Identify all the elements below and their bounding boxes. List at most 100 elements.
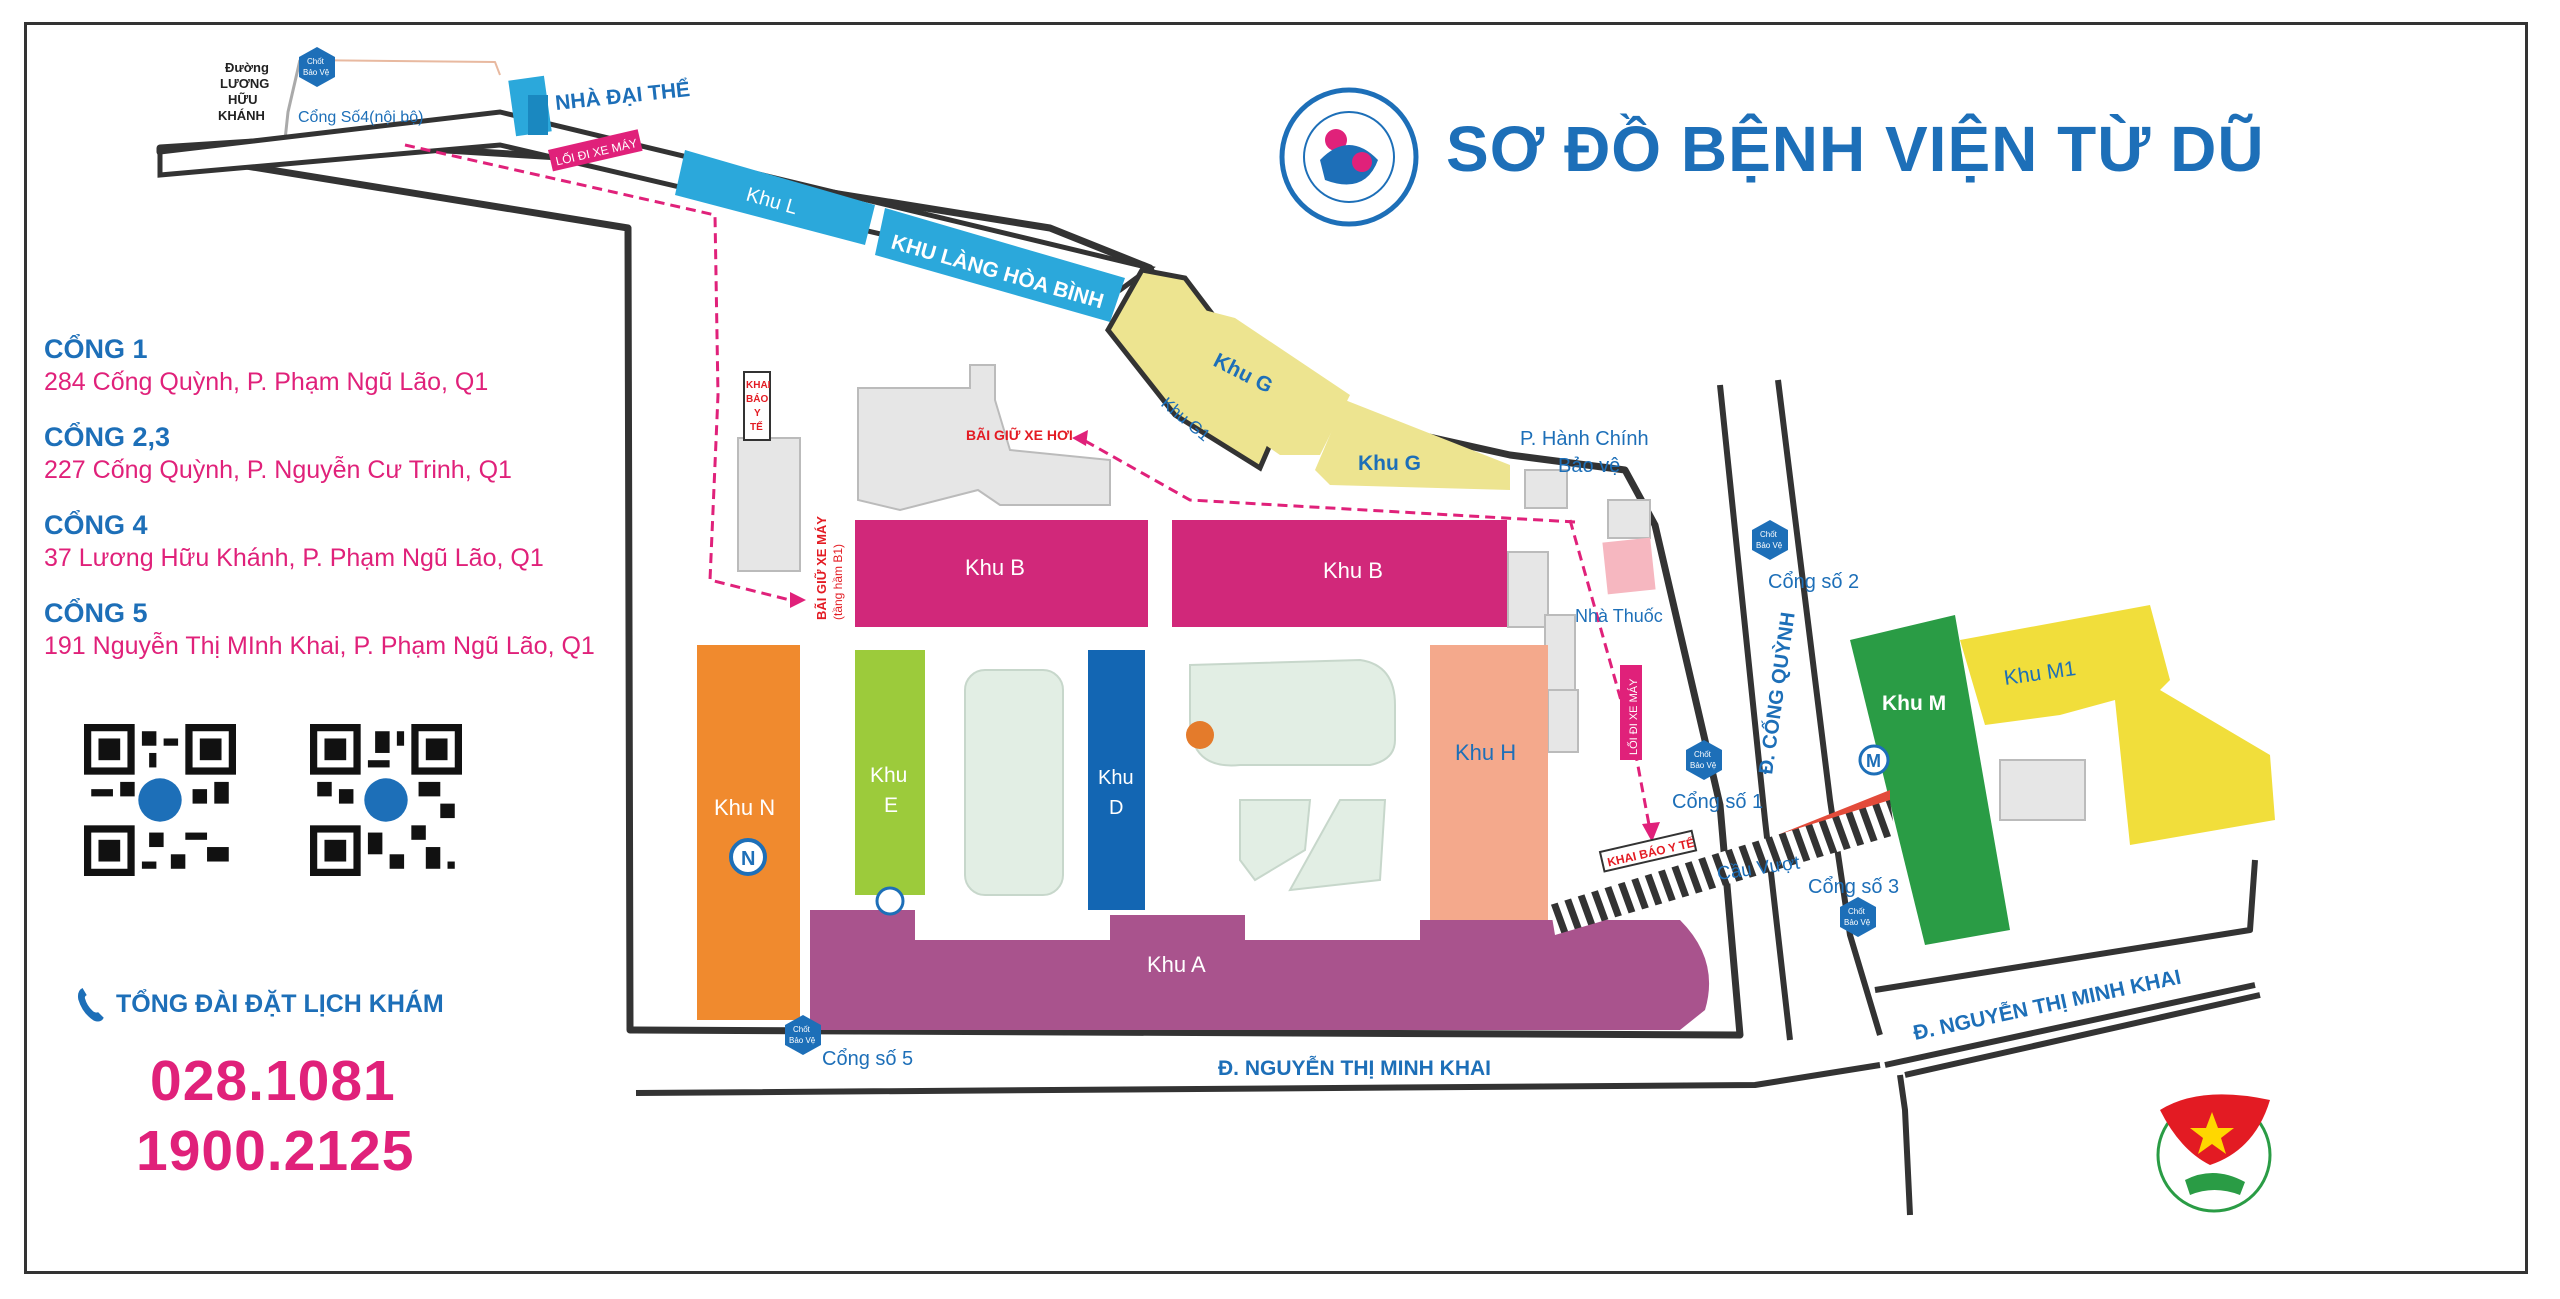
phone-icon <box>77 988 104 1022</box>
label-nha-dai-the: NHÀ ĐẠI THỂ <box>554 78 691 115</box>
hotline-number[interactable]: 1900.2125 <box>136 1119 415 1183</box>
motorbike-route-2 <box>1568 519 1652 831</box>
khu-e-block <box>855 650 925 895</box>
loi-di-xe-may-tag-2 <box>1620 665 1642 760</box>
road-right-upper <box>1874 859 2261 1078</box>
parking-building <box>857 364 1111 512</box>
label-cong-so-3: Cổng số 3 <box>1808 876 1899 898</box>
label-nha-thuoc: Nhà Thuốc <box>1575 606 1663 626</box>
left-grey-block <box>737 437 801 572</box>
gate-title: CỔNG 2,3 <box>44 422 171 452</box>
label-khu-m: Khu M <box>1882 692 1946 715</box>
person-marker-icon <box>1186 721 1214 749</box>
label-chot-5b: Bảo Vệ <box>789 1036 816 1045</box>
label-bai-giu-xe-may-sub: (tầng hầm B1) <box>831 544 845 620</box>
label-khu-b-right: Khu B <box>1323 558 1383 583</box>
label-khu-e-2: E <box>884 794 898 817</box>
qr-code-facebook[interactable] <box>310 724 462 876</box>
security-hex-icon <box>1752 520 1788 560</box>
facebook-icon <box>364 778 408 822</box>
security-checkpoints <box>299 47 1876 1055</box>
admin-block <box>1524 469 1568 509</box>
map-frame <box>24 22 2528 1274</box>
garden-right-bottom-2 <box>1288 799 1387 892</box>
khu-a-block <box>810 910 1710 1030</box>
khu-b-right-block <box>1172 520 1507 627</box>
label-lhk-1: Đường <box>225 60 269 75</box>
label-chot-4: Chốt <box>1848 907 1866 916</box>
garden-right-bottom-1 <box>1239 799 1312 882</box>
gate-title: CỔNG 4 <box>44 510 148 540</box>
garden-areas <box>964 658 1396 896</box>
label-cong-so-4: Cổng Số4(nội bộ) <box>298 108 423 126</box>
security-hex-icon <box>1686 740 1722 780</box>
gate-item: CỔNG 2,3 227 Cống Quỳnh, P. Nguyễn Cư Tr… <box>44 420 644 486</box>
khu-g-upper-block <box>1185 305 1350 455</box>
label-kb1-l3: Y <box>754 408 761 419</box>
label-khu-m-badge: M <box>1866 751 1881 771</box>
hotline-number[interactable]: 028.1081 <box>150 1049 396 1113</box>
crosswalk <box>1550 800 1895 935</box>
khai-bao-box-2 <box>1598 829 1698 873</box>
gate-address: 37 Lương Hữu Khánh, P. Phạm Ngũ Lão, Q1 <box>44 544 544 572</box>
label-bai-giu-xe-hoi: BÃI GIỮ XE HƠI <box>966 426 1073 443</box>
khu-lang-hoa-binh-block <box>875 208 1125 322</box>
pharmacy-block <box>1602 537 1656 595</box>
label-chot-2b: Bảo Vệ <box>1756 541 1783 550</box>
security-hex-icon <box>785 1015 821 1055</box>
khu-l-block <box>675 150 875 245</box>
hospital-logo <box>1279 87 1419 227</box>
dribbble-icon <box>138 778 182 822</box>
label-chot-2: Chốt <box>1760 530 1778 539</box>
gate-item: CỔNG 4 37 Lương Hữu Khánh, P. Phạm Ngũ L… <box>44 508 644 574</box>
road-lhk <box>283 59 302 141</box>
label-khu-e-1: Khu <box>870 764 907 787</box>
label-khu-d-2: D <box>1109 797 1123 819</box>
label-cong-so-1: Cổng số 1 <box>1672 791 1763 813</box>
label-cong-so-2: Cổng số 2 <box>1768 571 1859 593</box>
gate-title: CỔNG 5 <box>44 598 148 628</box>
khu-e-badge-icon <box>875 886 905 916</box>
label-lhk-2: LƯƠNG <box>220 76 269 91</box>
label-khu-b-left: Khu B <box>965 555 1025 580</box>
khu-n-badge-icon <box>729 838 767 876</box>
qr-code-dribbble[interactable] <box>84 724 236 876</box>
car-route <box>1079 436 1576 524</box>
label-lhk-3: HỮU <box>228 92 258 107</box>
gate-info-panel: CỔNG 1 284 Cống Quỳnh, P. Phạm Ngũ Lão, … <box>44 332 644 684</box>
label-khu-a: Khu A <box>1147 952 1206 977</box>
motorbike-route-1 <box>404 143 791 602</box>
security-hex-icon <box>1840 897 1876 937</box>
top-buildings <box>508 75 1125 322</box>
security-hex-icon <box>299 47 335 87</box>
gate-item: CỔNG 5 191 Nguyễn Thị MInh Khai, P. Phạm… <box>44 596 644 662</box>
khu-n-block <box>697 645 800 1020</box>
gate-title: CỔNG 1 <box>44 334 148 364</box>
khu-g-group <box>1104 267 1510 490</box>
label-chot-1b: Bảo Vệ <box>303 68 330 77</box>
label-khu-n: Khu N <box>714 795 775 820</box>
road-cong-quynh-left <box>1717 384 1793 1041</box>
page-title: SƠ ĐỒ BỆNH VIỆN TỪ DŨ <box>1446 113 2265 185</box>
label-road-ntmk: Đ. NGUYỄN THỊ MINH KHAI <box>1218 1057 1491 1080</box>
hotline-title: TỔNG ĐÀI ĐẶT LỊCH KHÁM <box>116 990 444 1018</box>
gate-address: 191 Nguyễn Thị MInh Khai, P. Phạm Ngũ Lã… <box>44 632 595 660</box>
mid-grey <box>1544 614 1576 696</box>
garden-right-top <box>1189 658 1396 767</box>
label-kb1-l2: BÁO <box>746 392 768 405</box>
road-outlines <box>156 59 2261 1216</box>
pink-arrowheads <box>790 430 1660 842</box>
nha-dai-the-block-2 <box>528 95 548 135</box>
khu-d-block <box>1088 650 1145 910</box>
khu-h-block <box>1430 645 1548 923</box>
label-p-hanh-chinh: P. Hành Chính <box>1520 428 1649 450</box>
label-khu-d-1: Khu <box>1098 767 1134 789</box>
label-kb1-l1: KHAI <box>746 380 771 391</box>
label-chot-5: Chốt <box>793 1025 811 1034</box>
label-lhk-4: KHÁNH <box>218 108 265 123</box>
road-right-low <box>1897 1074 1913 1216</box>
label-khu-h: Khu H <box>1455 740 1516 765</box>
right-of-khu-b <box>1507 551 1549 628</box>
